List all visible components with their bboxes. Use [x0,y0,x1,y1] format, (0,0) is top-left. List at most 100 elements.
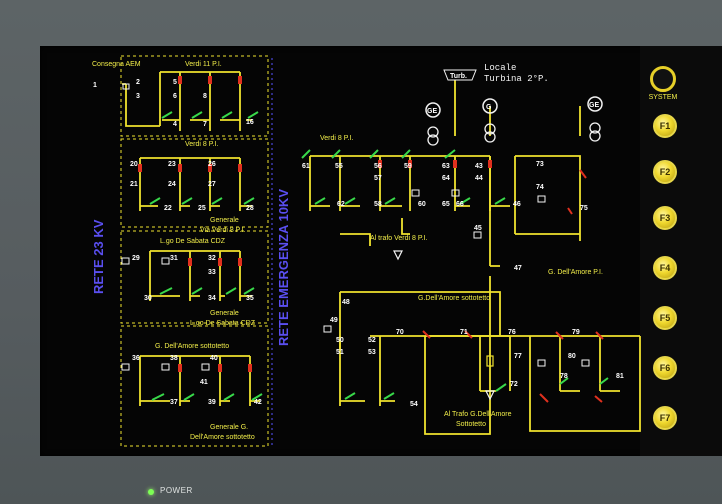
group-4-footer-1: Generale G. [210,424,248,431]
g-dellamore-sottotetto-label: G.Dell'Amore sottotetto [418,295,490,302]
group-3-footer-2: L.go De Sabata CDZ [190,320,256,327]
status-squares [121,189,590,371]
svg-text:45: 45 [474,225,482,232]
f5-button[interactable]: F5 [653,306,677,330]
turbine-tag: Turb. Locale Turbina 2°P. [443,63,549,84]
svg-text:75: 75 [580,205,588,212]
generators: GE G GE [393,96,603,401]
group-4-title: G. Dell'Amore sottotetto [155,343,229,350]
power-led-icon [148,489,154,495]
rete-23kv-label: RETE 23 KV [91,219,106,294]
scada-screen: RETE 23 KV RETE EMERGENZA 10KV [40,46,722,456]
al-trafo-g-label-2: Sottotetto [456,421,486,428]
svg-text:7: 7 [203,121,207,128]
svg-text:24: 24 [168,181,176,188]
svg-text:49: 49 [330,317,338,324]
group-3-footer-1: Generale [210,310,239,317]
svg-text:41: 41 [200,379,208,386]
g-dellamore-pi-label: G. Dell'Amore P.I. [548,269,603,276]
left-numbers: 1 2 3 4 5 6 7 8 16 20 21 22 23 24 25 26 … [93,79,262,406]
svg-text:Locale: Locale [484,63,516,73]
svg-text:33: 33 [208,269,216,276]
svg-text:50: 50 [336,337,344,344]
svg-text:56: 56 [374,163,382,170]
svg-text:76: 76 [508,329,516,336]
right-bus-lines [309,80,641,435]
svg-text:51: 51 [336,349,344,356]
svg-text:63: 63 [442,163,450,170]
svg-text:71: 71 [460,329,468,336]
svg-text:66: 66 [456,201,464,208]
svg-text:58: 58 [374,201,382,208]
svg-text:35: 35 [246,295,254,302]
svg-text:39: 39 [208,399,216,406]
svg-text:38: 38 [170,355,178,362]
svg-text:23: 23 [168,161,176,168]
svg-text:Turb.: Turb. [450,73,467,80]
svg-text:G: G [486,104,492,111]
svg-text:31: 31 [170,255,178,262]
f6-button[interactable]: F6 [653,356,677,380]
svg-text:28: 28 [246,205,254,212]
svg-text:29: 29 [132,255,140,262]
svg-text:46: 46 [513,201,521,208]
function-key-strip [640,46,722,456]
f4-button[interactable]: F4 [653,256,677,280]
svg-text:1: 1 [93,82,97,89]
svg-text:60: 60 [418,201,426,208]
svg-text:34: 34 [208,295,216,302]
f7-button[interactable]: F7 [653,406,677,430]
svg-text:80: 80 [568,353,576,360]
svg-text:27: 27 [208,181,216,188]
f1-button[interactable]: F1 [653,114,677,138]
rete-emergenza-label: RETE EMERGENZA 10KV [276,189,291,346]
svg-text:59: 59 [404,163,412,170]
svg-text:30: 30 [144,295,152,302]
svg-text:40: 40 [210,355,218,362]
svg-text:55: 55 [335,163,343,170]
svg-text:47: 47 [514,265,522,272]
svg-text:36: 36 [132,355,140,362]
single-line-diagram: RETE 23 KV RETE EMERGENZA 10KV [91,46,722,456]
svg-text:GE: GE [427,108,437,115]
svg-text:37: 37 [170,399,178,406]
svg-text:22: 22 [164,205,172,212]
f2-button[interactable]: F2 [653,160,677,184]
svg-text:62: 62 [337,201,345,208]
svg-text:20: 20 [130,161,138,168]
left-bus-lines [120,55,269,447]
svg-text:32: 32 [208,255,216,262]
verdi8-label: Verdi 8 P.I. [320,135,353,142]
al-trafo-verdi-label: Al trafo Verdi 8 P.I. [370,235,428,242]
right-numbers: 61 62 55 56 57 58 59 60 63 64 65 66 45 4… [302,161,624,408]
svg-text:79: 79 [572,329,580,336]
svg-text:25: 25 [198,205,206,212]
svg-text:64: 64 [442,175,450,182]
svg-text:8: 8 [203,93,207,100]
svg-text:74: 74 [536,184,544,191]
svg-text:78: 78 [560,373,568,380]
power-label: POWER [160,486,193,495]
svg-text:72: 72 [510,381,518,388]
svg-text:57: 57 [374,175,382,182]
svg-text:42: 42 [254,399,262,406]
consegna-label: Consegna AEM [92,61,141,68]
group-2-footer-2: Via Verdi 8 P.I. [200,227,245,234]
svg-text:Turbina 2°P.: Turbina 2°P. [484,74,549,84]
system-label: SYSTEM [648,94,678,101]
f3-button[interactable]: F3 [653,206,677,230]
svg-text:81: 81 [616,373,624,380]
svg-text:43: 43 [475,163,483,170]
svg-text:2: 2 [136,79,140,86]
svg-text:53: 53 [368,349,376,356]
svg-text:16: 16 [246,119,254,126]
system-button[interactable] [650,66,676,92]
svg-text:6: 6 [173,93,177,100]
svg-text:21: 21 [130,181,138,188]
svg-text:65: 65 [442,201,450,208]
al-trafo-g-label: Al Trafo G.Dell'Amore [444,411,512,418]
svg-text:52: 52 [368,337,376,344]
svg-text:54: 54 [410,401,418,408]
svg-text:48: 48 [342,299,350,306]
